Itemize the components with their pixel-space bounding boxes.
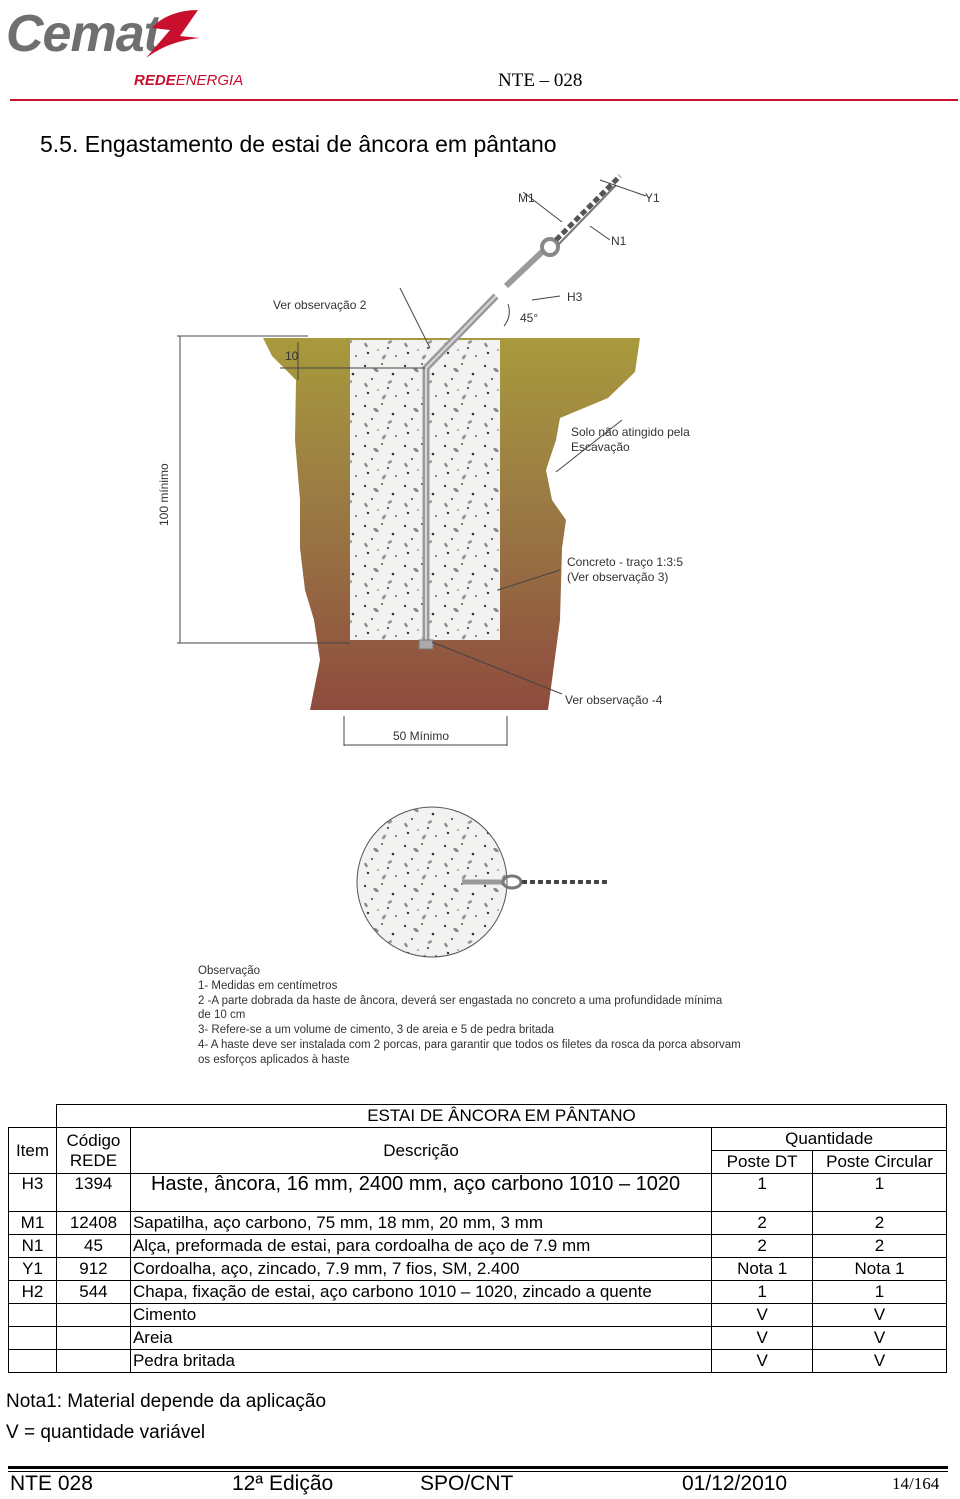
header-descricao: Descrição bbox=[129, 1127, 713, 1174]
footer-date: 01/12/2010 bbox=[682, 1472, 788, 1495]
label-ver-obs-4: Ver observação -4 bbox=[565, 693, 663, 707]
table-row: Cimento V V bbox=[8, 1303, 947, 1327]
label-width: 50 Mínimo bbox=[393, 729, 449, 743]
label-angle: 45° bbox=[520, 311, 538, 325]
footer-divider-thin bbox=[8, 1471, 948, 1472]
doc-code: NTE – 028 bbox=[498, 70, 583, 91]
table-title: ESTAI DE ÂNCORA EM PÂNTANO bbox=[55, 1104, 948, 1128]
notes: Nota1: Material depende da aplicação V =… bbox=[6, 1386, 326, 1448]
rod-eye bbox=[540, 237, 560, 257]
label-ver-obs-2: Ver observação 2 bbox=[273, 298, 367, 312]
footer-divider bbox=[8, 1466, 948, 1469]
header-divider bbox=[10, 99, 958, 101]
footer-dept: SPO/CNT bbox=[420, 1472, 514, 1495]
plan-view-concrete bbox=[356, 806, 508, 958]
observations: Observação 1- Medidas em centímetros 2 -… bbox=[198, 964, 798, 1068]
observation-line: de 10 cm bbox=[198, 1009, 246, 1022]
label-y1: Y1 bbox=[645, 191, 660, 205]
label-solo-2: Escavação bbox=[571, 440, 630, 454]
observation-line: 3- Refere-se a um volume de cimento, 3 d… bbox=[198, 1024, 555, 1037]
table-row: H3 1394 Haste, âncora, 16 mm, 2400 mm, a… bbox=[8, 1173, 947, 1212]
note-v: V = quantidade variável bbox=[6, 1422, 206, 1443]
logo-wordmark: Cemat bbox=[6, 5, 161, 63]
header-quantidade: Quantidade bbox=[711, 1127, 947, 1151]
table-row: N1 45 Alça, preformada de estai, para co… bbox=[8, 1234, 947, 1258]
observations-title: Observação bbox=[198, 965, 261, 977]
label-depth: 100 mínimo bbox=[157, 463, 171, 526]
table-row: H2 544 Chapa, fixação de estai, aço carb… bbox=[8, 1280, 947, 1304]
label-concreto-2: (Ver observação 3) bbox=[567, 570, 668, 584]
page-number: 14/164 bbox=[892, 1474, 940, 1493]
header-item: Item bbox=[8, 1127, 57, 1174]
footer-edition: 12ª Edição bbox=[232, 1472, 334, 1495]
label-m1: M1 bbox=[518, 191, 535, 205]
label-ten: 10 bbox=[285, 349, 299, 363]
label-concreto-1: Concreto - traço 1:3:5 bbox=[567, 555, 683, 569]
observation-line: 1- Medidas em centímetros bbox=[198, 979, 338, 992]
table-row: Areia V V bbox=[8, 1326, 947, 1350]
table-row: M1 12408 Sapatilha, aço carbono, 75 mm, … bbox=[8, 1211, 947, 1235]
header-poste-circular: Poste Circular bbox=[812, 1150, 947, 1174]
label-h3: H3 bbox=[567, 290, 583, 304]
observation-line: 4- A haste deve ser instalada com 2 porc… bbox=[198, 1038, 741, 1051]
table-row: Y1 912 Cordoalha, aço, zincado, 7.9 mm, … bbox=[8, 1257, 947, 1281]
header-poste-dt: Poste DT bbox=[711, 1150, 814, 1174]
observation-line: os esforços aplicados à haste bbox=[198, 1053, 350, 1066]
lightning-logo-icon bbox=[146, 10, 200, 58]
section-title: 5.5. Engastamento de estai de âncora em … bbox=[40, 131, 557, 157]
anchor-diagram: M1 Y1 N1 H3 45° Ver observação 2 10 Solo… bbox=[157, 174, 690, 958]
note-1: Nota1: Material depende da aplicação bbox=[6, 1391, 327, 1412]
observation-line: 2 -A parte dobrada da haste de âncora, d… bbox=[198, 994, 723, 1007]
label-solo-1: Solo não atingido pela bbox=[571, 425, 690, 439]
label-n1: N1 bbox=[611, 234, 627, 248]
table-row: Pedra britada V V bbox=[8, 1349, 947, 1373]
logo-subtitle: REDEENERGIA bbox=[134, 72, 244, 89]
footer-code: NTE 028 bbox=[10, 1472, 93, 1495]
